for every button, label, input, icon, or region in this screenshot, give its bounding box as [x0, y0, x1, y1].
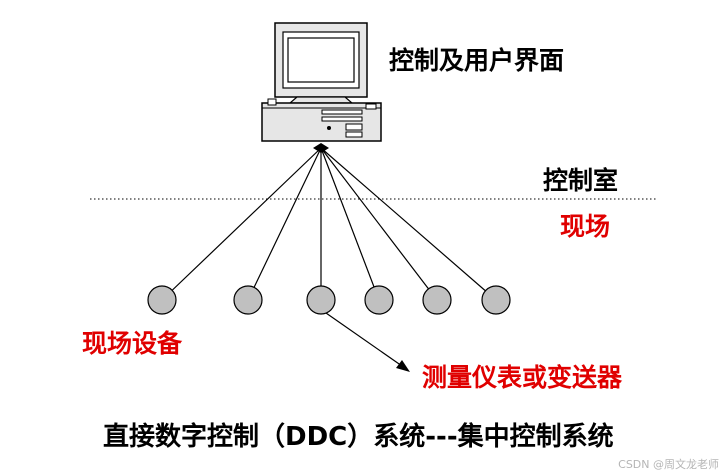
monitor-stand	[288, 96, 354, 104]
system-unit	[261, 102, 382, 142]
power-button	[267, 98, 277, 106]
field-device-5	[422, 285, 452, 315]
drive-bay-3	[345, 123, 363, 131]
field-devices	[147, 285, 511, 315]
measure-arrow	[325, 312, 410, 372]
drive-bay-1	[321, 109, 363, 115]
label-measuring-instrument: 测量仪表或变送器	[422, 363, 623, 392]
drive-bay-4	[345, 131, 363, 138]
watermark: CSDN @周文龙老师	[618, 458, 719, 471]
field-device-3	[306, 285, 336, 315]
field-device-6	[481, 285, 511, 315]
field-device-2	[233, 285, 263, 315]
link-2	[247, 147, 322, 301]
link-1	[161, 147, 322, 301]
label-field-devices: 现场设备	[82, 329, 183, 358]
label-field: 现场	[560, 212, 611, 241]
link-5	[320, 147, 438, 301]
drive-slot	[365, 103, 377, 110]
diagram-caption: 直接数字控制（DDC）系统---集中控制系统	[103, 422, 614, 452]
monitor-screen	[287, 37, 355, 83]
label-control-user-interface: 控制及用户界面	[389, 46, 565, 75]
field-device-1	[147, 285, 177, 315]
connection-lines	[161, 147, 497, 301]
computer-icon	[261, 22, 382, 142]
led	[327, 126, 331, 130]
label-control-room: 控制室	[543, 166, 619, 195]
link-6	[320, 147, 497, 301]
link-4	[320, 147, 380, 301]
drive-bay-2	[321, 116, 363, 122]
field-device-4	[364, 285, 394, 315]
